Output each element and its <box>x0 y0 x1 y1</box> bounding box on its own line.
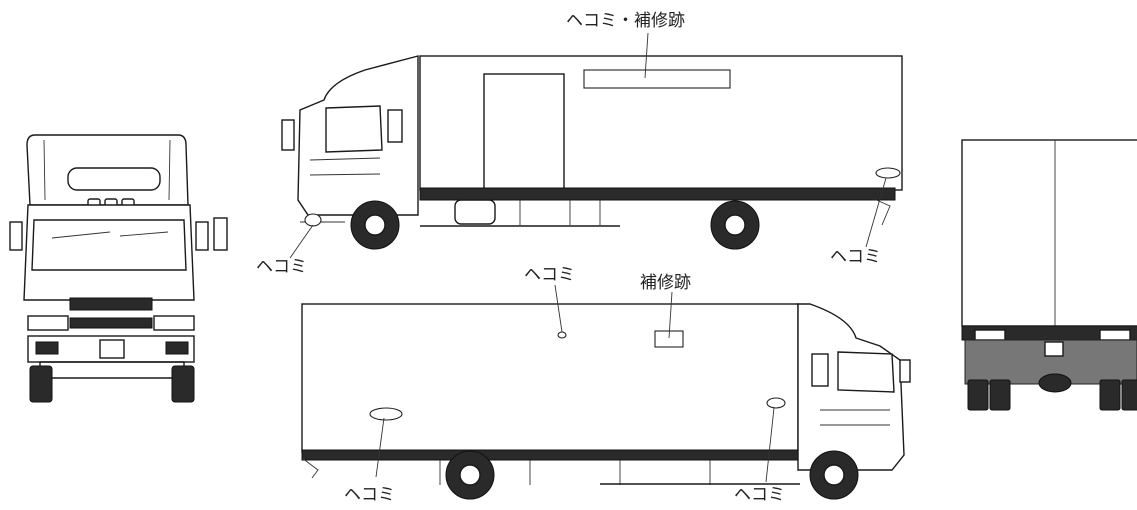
label-dent-left-front: ヘコミ <box>256 257 307 277</box>
label-dent-left-rear: ヘコミ <box>830 247 881 267</box>
label-repair-right: 補修跡 <box>640 273 691 293</box>
label-dent-right-top: ヘコミ <box>524 265 575 285</box>
leader-lines <box>289 32 887 483</box>
rear-view-truck <box>961 139 1137 411</box>
front-view-truck <box>9 134 228 403</box>
label-dent-right-rear: ヘコミ <box>344 485 395 505</box>
left-side-view-truck <box>281 55 903 250</box>
label-dent-right-front: ヘコミ <box>734 485 785 505</box>
label-dent-repair-top: ヘコミ・補修跡 <box>566 11 685 31</box>
right-side-view-truck <box>301 303 911 500</box>
